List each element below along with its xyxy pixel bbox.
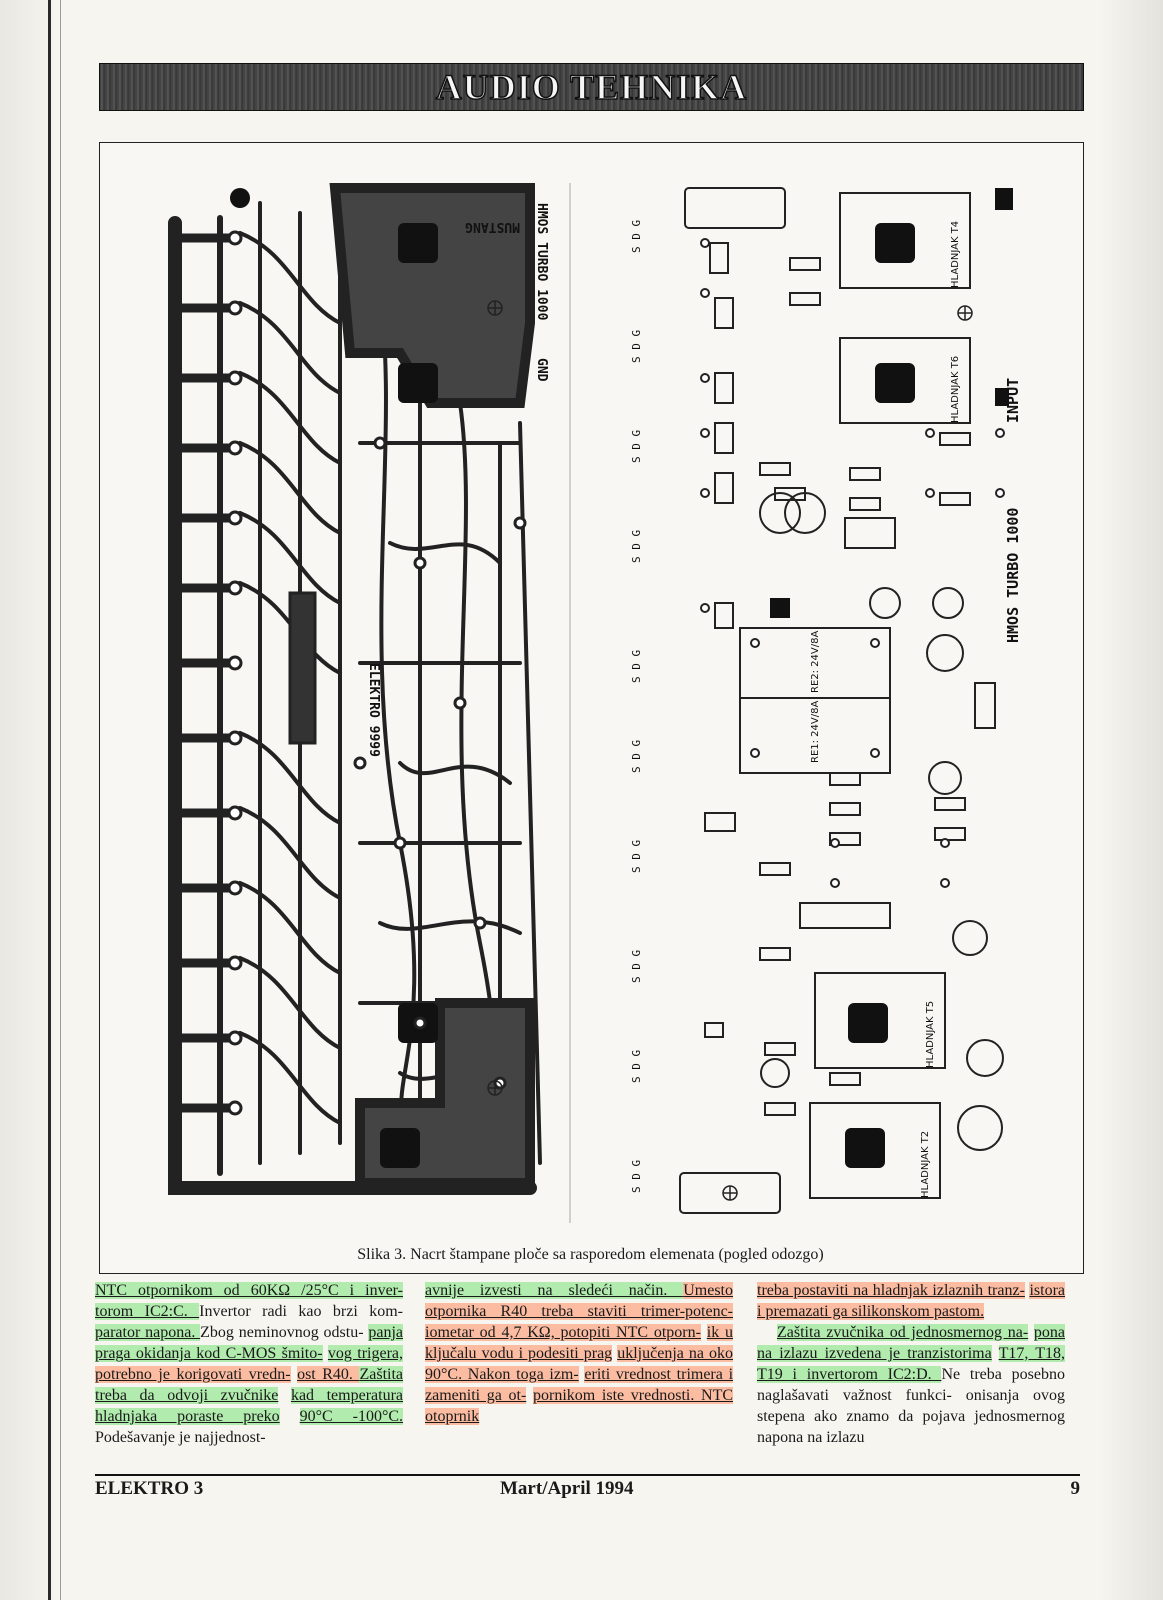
text-run: vog trigera,: [327, 1345, 403, 1362]
label-heatsink-t2: HLADNJAK T2: [920, 1131, 931, 1198]
solder-pads: [227, 230, 527, 1116]
text-run: potrebno je korigovati vredn-: [95, 1366, 291, 1383]
label-input: INPUT: [1004, 378, 1022, 423]
text-run: Invertor radi kao brzi kom-: [199, 1303, 403, 1320]
text-run: avnije izvesti na sledeći način.: [425, 1282, 684, 1299]
section-banner: AUDIO TEHNIKA: [99, 63, 1084, 111]
text-run: parator napona.: [95, 1324, 201, 1341]
board-label-elektro: ELEKTRO 9999: [366, 663, 381, 757]
pcb-layout-drawing: MUSTANG HMOS TURBO 1000 GND ELEKTRO 9999: [168, 183, 1022, 1223]
heatsink-pads: [770, 188, 1013, 1168]
text-run: pojava jednosmernog napona na izlazu: [757, 1408, 1066, 1446]
text-run: torom IC2:C.: [95, 1303, 200, 1320]
text-run: Podešavanje je najjednost-: [95, 1429, 266, 1446]
registration-marks: [487, 300, 973, 1201]
svg-text:S D G: S D G: [630, 1160, 643, 1193]
footer-rule: [95, 1474, 1080, 1476]
board-label-gnd: GND: [534, 358, 549, 382]
right-pads: [700, 238, 1005, 888]
label-heatsink-t4: HLADNJAK T4: [950, 221, 961, 288]
article-column-2: avnije izvesti na sledeći način. Umesto …: [425, 1280, 734, 1427]
svg-text:S D G: S D G: [630, 220, 643, 253]
svg-text:S D G: S D G: [630, 530, 643, 563]
pcb-figure: MUSTANG HMOS TURBO 1000 GND ELEKTRO 9999: [99, 142, 1084, 1274]
svg-text:S D G: S D G: [630, 650, 643, 683]
mounting-pads: [230, 188, 438, 1168]
label-relay-2: RE2: 24V/8A: [810, 631, 821, 693]
svg-text:S D G: S D G: [630, 330, 643, 363]
page-number: 9: [1070, 1478, 1081, 1499]
component-layout: [679, 187, 1004, 1214]
text-run: onisanja ovog stepena ako znamo da: [757, 1387, 1065, 1425]
text-run: 90°C -100°C.: [299, 1408, 404, 1425]
copper-traces: [168, 183, 542, 1195]
svg-text:S D G: S D G: [630, 430, 643, 463]
article-column-3: treba postaviti na hladnjak izlaznih tra…: [757, 1280, 1065, 1448]
article-column-1: NTC otpornikom od 60KΩ /25°C i inver- to…: [95, 1280, 404, 1448]
text-run: Zaštita zvučnika od jednosmernog na-: [777, 1324, 1029, 1341]
resistor-footprints: [704, 242, 971, 1116]
text-run: NTC otpornikom od 60KΩ /25°C i inver-: [95, 1282, 403, 1299]
svg-text:S D G: S D G: [630, 950, 643, 983]
board-label-mustang: MUSTANG: [465, 219, 520, 234]
text-run: Zbog neminovnog odstu-: [200, 1324, 364, 1341]
label-relay-1: RE1: 24V/8A: [810, 701, 821, 763]
magazine-name: ELEKTRO 3: [95, 1478, 204, 1499]
label-hmos-turbo: HMOS TURBO 1000: [1004, 508, 1022, 643]
article-body: NTC otpornikom od 60KΩ /25°C i inver- to…: [95, 1280, 1080, 1476]
text-run: ost R40.: [297, 1366, 360, 1383]
text-run: iometar od 4,7 KΩ, potopiti NTC otporn-: [425, 1324, 701, 1341]
issue-date: Mart/April 1994: [500, 1478, 634, 1499]
svg-text:S D G: S D G: [630, 840, 643, 873]
binding-shadow: [60, 0, 61, 1600]
figure-caption: Slika 3. Nacrt štampane ploče sa raspore…: [357, 1246, 824, 1263]
page-footer: ELEKTRO 3 Mart/April 1994 9: [95, 1478, 1080, 1508]
label-heatsink-t5: HLADNJAK T5: [925, 1001, 936, 1068]
text-run: treba postaviti na hladnjak izlaznih tra…: [757, 1282, 1025, 1299]
label-heatsink-t6: HLADNJAK T6: [950, 356, 961, 423]
board-label-hmos: HMOS TURBO 1000: [534, 203, 549, 321]
section-title: AUDIO TEHNIKA: [435, 66, 748, 108]
svg-text:S D G: S D G: [630, 1050, 643, 1083]
transistor-pin-labels: S D G S D G S D G S D G S D G S D G S D …: [630, 220, 643, 1193]
text-run: Ne treba posebno naglašavati važnost fun…: [757, 1366, 1066, 1404]
svg-text:S D G: S D G: [630, 740, 643, 773]
binding-edge: [48, 0, 51, 1600]
